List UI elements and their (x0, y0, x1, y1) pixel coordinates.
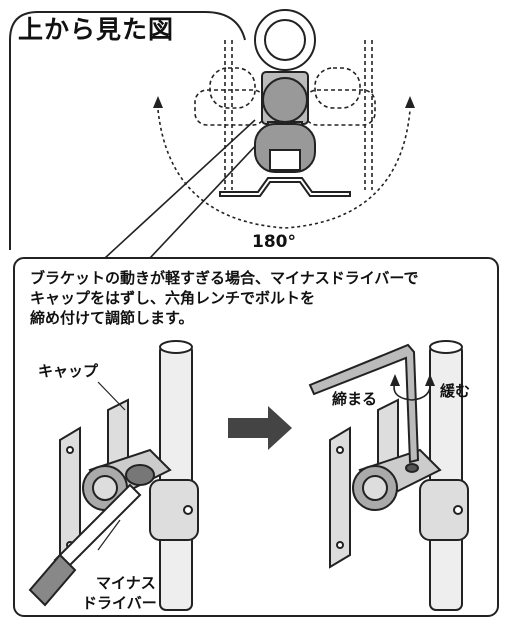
rotation-arc (157, 109, 411, 229)
rotation-direction-arrowheads (390, 374, 435, 386)
top-view-title: 上から見た図 (18, 15, 175, 44)
top-view-frame (9, 11, 246, 250)
instruction-line-2: キャップをはずし、六角レンチでボルトを (30, 289, 316, 307)
rotation-direction-arc (393, 381, 431, 401)
instruction-text: ブラケットの動きが軽すぎる場合、マイナスドライバーで キャップをはずし、六角レン… (30, 268, 490, 328)
rotation-arrowheads (153, 96, 415, 108)
transition-arrow (228, 406, 292, 450)
right-bracket-figure (308, 340, 469, 611)
left-bracket-figure (28, 340, 199, 611)
driver-label-line-1: マイナス (96, 574, 156, 592)
instruction-line-1: ブラケットの動きが軽すぎる場合、マイナスドライバーで (30, 269, 419, 287)
loosen-label: 緩む (440, 382, 471, 400)
left-callout-lines (97, 381, 126, 551)
detail-panel (13, 257, 499, 617)
cap-label: キャップ (38, 362, 99, 380)
rotation-angle-label: 180° (252, 232, 296, 252)
tighten-label: 締まる (332, 390, 378, 408)
driver-label-line-2: ドライバー (82, 594, 157, 612)
top-view-mount (194, 9, 376, 197)
instruction-line-3: 締め付けて調節します。 (30, 309, 194, 327)
